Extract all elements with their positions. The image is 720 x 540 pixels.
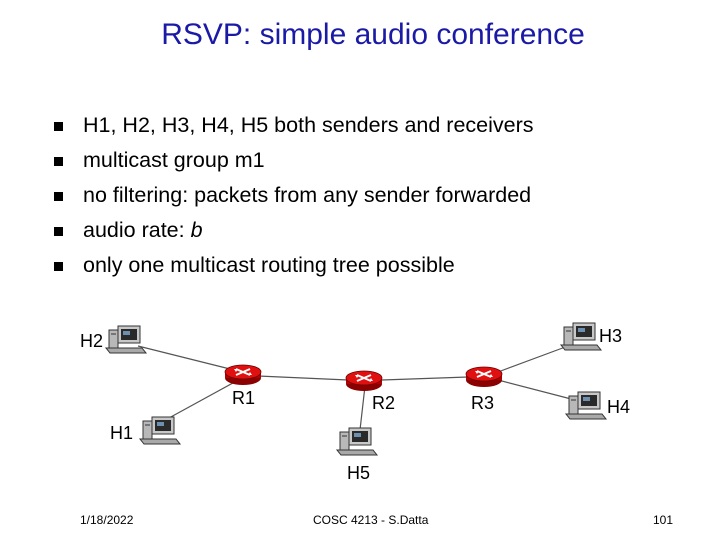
host-h2 [105,325,147,354]
link-h1-r1 [157,377,243,425]
computer-icon [139,416,181,445]
page-number: 101 [653,513,674,527]
router-icon [345,370,383,392]
router-label-r3: R3 [471,393,495,413]
host-label-h1: H1 [110,423,134,443]
router-icon [224,364,262,386]
computer-icon [560,322,602,351]
link-r1-r2 [257,375,349,381]
router-label-r1: R1 [232,388,256,408]
computer-icon [105,325,147,354]
router-r3 [465,366,503,388]
footer-date: 1/18/2022 [80,513,134,527]
bullet-text: multicast group m1 [83,148,265,172]
host-h5 [336,427,378,456]
host-h1 [139,416,181,445]
router-icon [465,366,503,388]
bullet-italic: b [190,218,203,242]
host-label-h2: H2 [80,331,104,351]
computer-icon [336,427,378,456]
link-r3-h4 [497,379,576,401]
footer-course: COSC 4213 - S.Datta [313,513,429,527]
square-bullet-icon [54,122,63,131]
link-r2-h5 [359,385,366,431]
bullet-text: only one multicast routing tree possible [83,253,455,277]
link-r3-h3 [497,345,569,373]
host-label-h5: H5 [347,463,371,483]
host-h3 [560,322,602,351]
router-r2 [345,370,383,392]
host-label-h3: H3 [599,326,623,346]
square-bullet-icon [54,157,63,166]
bullet-item: H1, H2, H3, H4, H5 both senders and rece… [52,108,534,143]
bullet-text: no filtering: packets from any sender fo… [83,183,532,207]
host-label-h4: H4 [607,397,631,417]
bullet-text: H1, H2, H3, H4, H5 both senders and rece… [83,113,534,137]
network-links [137,345,576,431]
host-h4 [565,391,607,420]
bullet-item: only one multicast routing tree possible [52,248,534,283]
computer-icon [565,391,607,420]
square-bullet-icon [54,227,63,236]
router-r1 [224,364,262,386]
bullet-list: H1, H2, H3, H4, H5 both senders and rece… [52,108,534,283]
square-bullet-icon [54,262,63,271]
bullet-text: audio rate: [83,218,191,242]
bullet-item: multicast group m1 [52,143,534,178]
link-h2-r1 [137,345,243,373]
square-bullet-icon [54,192,63,201]
bullet-item: audio rate: b [52,213,534,248]
slide-title: RSVP: simple audio conference [161,18,585,51]
link-r2-r3 [381,376,469,381]
router-label-r2: R2 [372,393,396,413]
bullet-item: no filtering: packets from any sender fo… [52,178,534,213]
